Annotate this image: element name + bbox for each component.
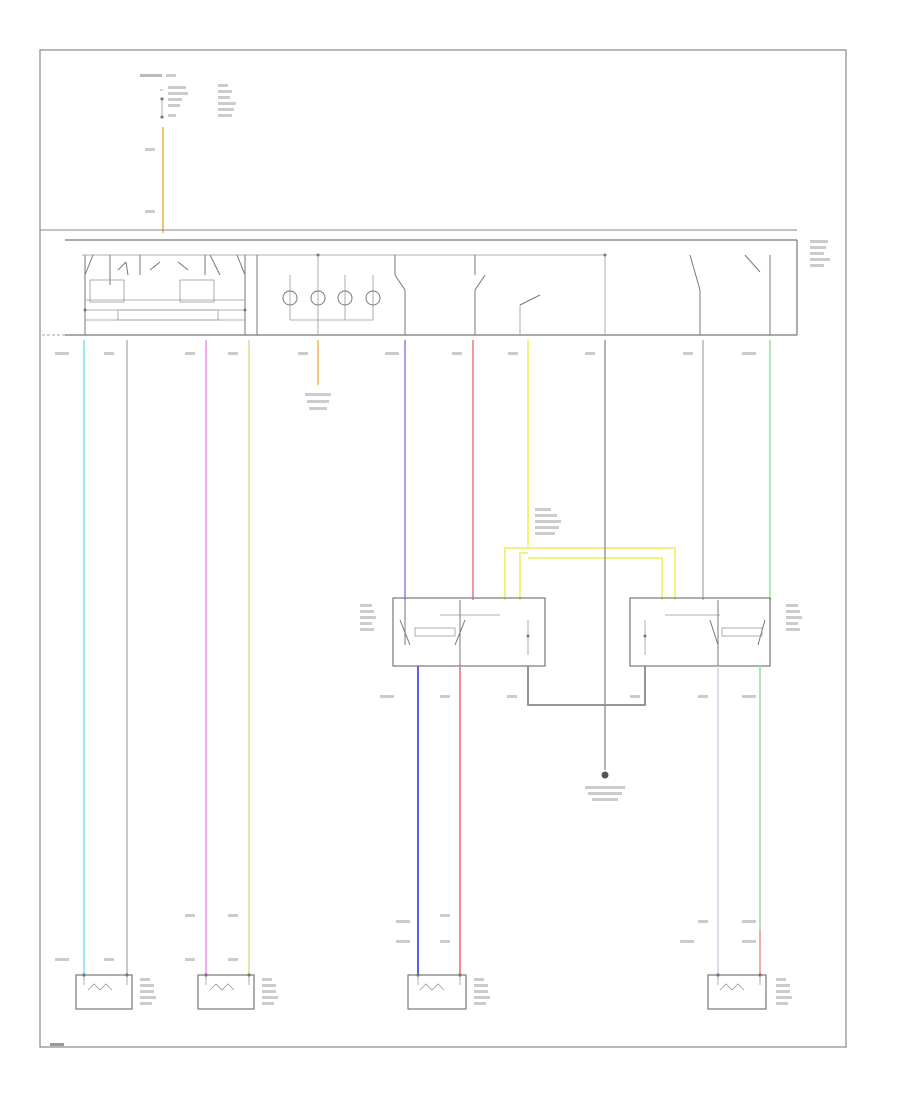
wire-labels (55, 352, 756, 961)
right-front-window-switch (629, 597, 802, 667)
footer-mark (50, 1043, 64, 1046)
left-front-window-switch (360, 597, 546, 667)
master-window-switch (40, 229, 830, 336)
ground-bus (527, 666, 646, 706)
ground-point (585, 771, 625, 801)
right-rear-motor (197, 974, 278, 1010)
left-front-motor (407, 974, 490, 1010)
right-front-motor (707, 974, 792, 1010)
power-source-label (140, 74, 236, 213)
diagram-frame (39, 49, 847, 1048)
left-rear-motor (75, 974, 156, 1010)
